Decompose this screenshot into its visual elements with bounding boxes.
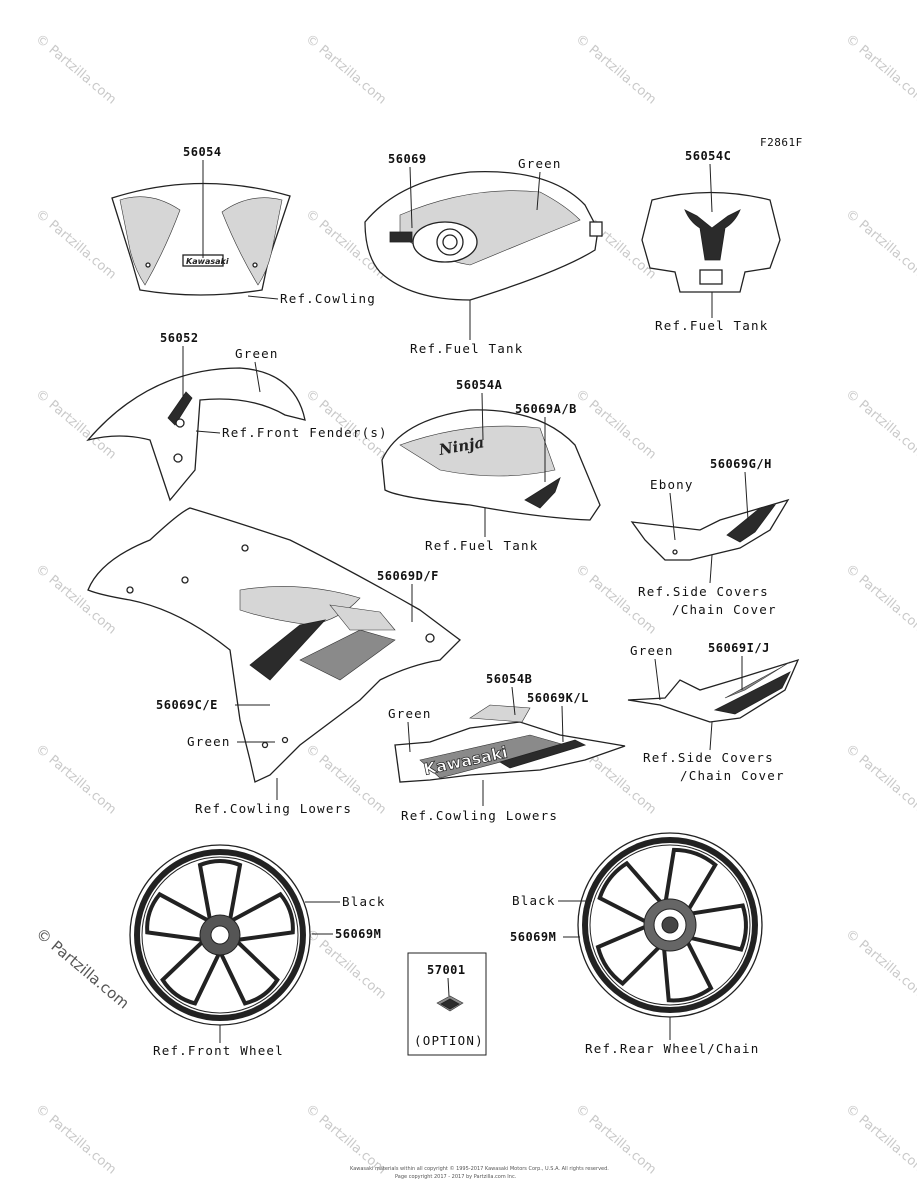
label-ref-side-covers-1a: Ref.Side Covers: [638, 584, 769, 599]
side-fairing-part: [87, 507, 461, 783]
figure-code: F2861F: [760, 136, 803, 149]
part-number-56069M-rear: 56069M: [510, 930, 556, 944]
part-number-56052: 56052: [160, 331, 199, 345]
part-number-56069: 56069: [388, 152, 427, 166]
label-ref-fuel-tank-1: Ref.Fuel Tank: [410, 341, 523, 356]
label-green-cowl: Green: [187, 734, 231, 749]
label-ref-side-covers-2b: /Chain Cover: [680, 768, 785, 783]
part-number-56069M-front: 56069M: [335, 927, 381, 941]
windscreen-logo: Kawasaki: [186, 257, 229, 266]
label-black-rear: Black: [512, 893, 556, 908]
label-green-lower: Green: [388, 706, 432, 721]
part-number-56054A: 56054A: [456, 378, 503, 392]
fuel-tank-top-part: [364, 170, 603, 301]
label-green-fender: Green: [235, 346, 279, 361]
lower-cowl-part: Kawasaki: [394, 704, 626, 783]
side-cover-1-part: [630, 498, 790, 561]
label-ref-front-fender: Ref.Front Fender(s): [222, 425, 388, 440]
label-ref-fuel-tank-3: Ref.Fuel Tank: [425, 538, 538, 553]
label-ref-cowling-lowers-1: Ref.Cowling Lowers: [195, 801, 352, 816]
label-green-side: Green: [630, 643, 674, 658]
part-number-56069DF: 56069D/F: [377, 569, 439, 583]
label-ebony: Ebony: [650, 477, 694, 492]
part-number-56054B: 56054B: [486, 672, 532, 686]
part-number-56054: 56054: [183, 145, 222, 159]
part-number-56054C: 56054C: [685, 149, 731, 163]
footer-line-2: Page copyright 2017 - 2017 by Partzilla.…: [395, 1174, 517, 1180]
label-black-front: Black: [342, 894, 386, 909]
label-ref-rear-wheel: Ref.Rear Wheel/Chain: [585, 1041, 760, 1056]
front-wheel-part: [129, 844, 311, 1026]
label-ref-fuel-tank-2: Ref.Fuel Tank: [655, 318, 768, 333]
rear-wheel-part: [577, 832, 763, 1018]
front-fender-part: [86, 367, 306, 502]
side-cover-2-part: [627, 658, 800, 723]
part-number-56069AB: 56069A/B: [515, 402, 577, 416]
label-ref-cowling-lowers-2: Ref.Cowling Lowers: [401, 808, 558, 823]
label-option: (OPTION): [414, 1033, 484, 1048]
part-number-56069IJ: 56069I/J: [708, 641, 770, 655]
option-box: [407, 952, 487, 1056]
label-green-tank: Green: [518, 156, 562, 171]
part-number-56069KL: 56069K/L: [527, 691, 589, 705]
label-ref-side-covers-2a: Ref.Side Covers: [643, 750, 774, 765]
footer-line-1: Kawasaki materials within all copyright …: [350, 1165, 609, 1172]
windscreen-part: Kawasaki: [111, 182, 291, 296]
part-number-56069GH: 56069G/H: [710, 457, 772, 471]
label-ref-side-covers-1b: /Chain Cover: [672, 602, 777, 617]
part-number-57001: 57001: [427, 963, 466, 977]
part-number-56069CE: 56069C/E: [156, 698, 218, 712]
label-ref-front-wheel: Ref.Front Wheel: [153, 1043, 284, 1058]
tank-pad-part: [641, 191, 781, 293]
label-ref-cowling: Ref.Cowling: [280, 291, 376, 306]
